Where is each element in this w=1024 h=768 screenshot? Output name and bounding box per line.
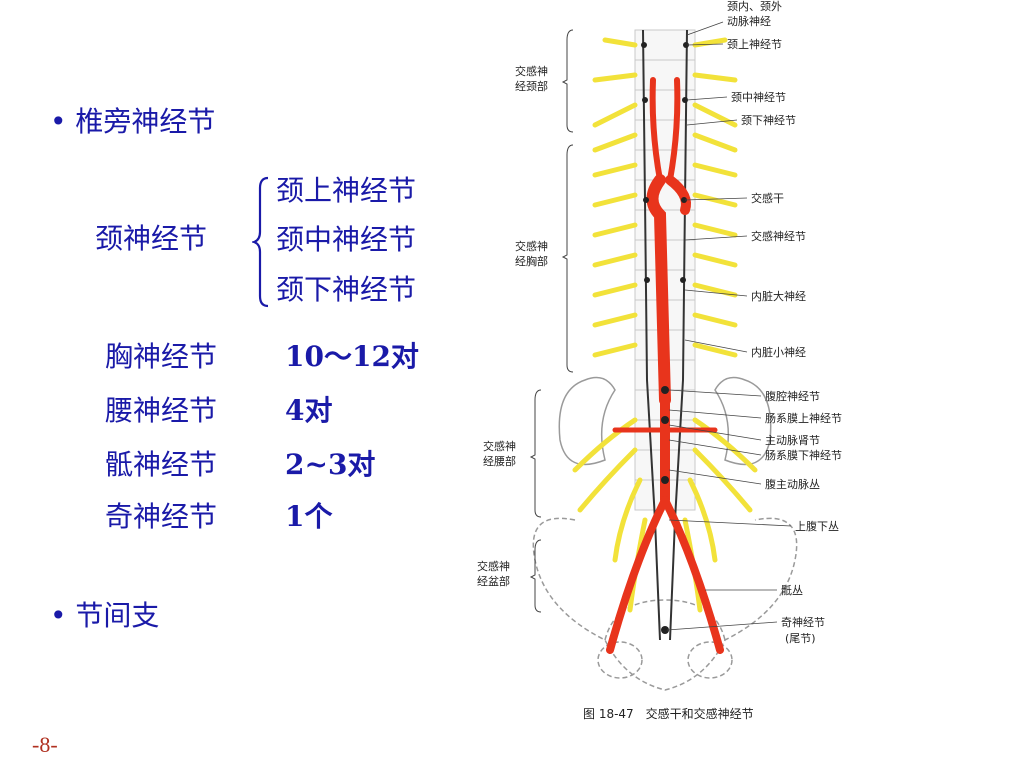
- pelvis-outline: [532, 517, 798, 691]
- curly-brace: [252, 176, 269, 308]
- label-superior-cervical-ganglion: 颈上神经节: [727, 37, 782, 51]
- bullet2-text: 节间支: [75, 599, 160, 632]
- label-ext-int-carotid-2: 动脉神经: [727, 14, 771, 28]
- label-inferior-mesenteric-ganglion: 肠系膜下神经节: [765, 448, 842, 462]
- bullet-paravertebral-ganglia: 椎旁神经节: [50, 108, 215, 136]
- label-sympathetic-trunk: 交感干: [751, 191, 784, 205]
- figure-caption: 图 18-47 交感干和交感神经节: [583, 706, 754, 721]
- right-labels: 颈内、颈外 动脉神经 颈上神经节 颈中神经节 颈下神经节 交感干 交感神经节 内…: [666, 0, 842, 645]
- cervical-item-middle: 颈中神经节: [276, 223, 417, 256]
- cervical-item-inferior: 颈下神经节: [276, 273, 417, 306]
- left-region-labels: 交感神 经颈部 交感神 经胸部 交感神 经腰部 交感神 经盆部: [477, 29, 574, 613]
- cervical-ganglia-label: 颈神经节: [95, 222, 208, 255]
- label-thoracic-part-2: 经胸部: [515, 254, 548, 268]
- cervical-item-superior: 颈上神经节: [276, 174, 417, 207]
- label-ganglion-impar: 奇神经节: [781, 615, 825, 629]
- label-lumbar-part-2: 经腰部: [483, 454, 516, 468]
- row-sacral-count: 2~3对: [285, 448, 376, 481]
- label-abdominal-aortic-plexus: 腹主动脉丛: [765, 477, 820, 491]
- label-pelvic-part-1: 交感神: [477, 559, 510, 573]
- label-lesser-splanchnic: 内脏小神经: [751, 345, 806, 359]
- row-lumbar-name: 腰神经节: [105, 394, 218, 427]
- label-greater-splanchnic: 内脏大神经: [751, 289, 806, 303]
- sympathetic-trunks: [642, 29, 688, 641]
- bullet-interganglionic-branch: 节间支: [50, 602, 159, 630]
- row-impar-count: 1个: [285, 500, 333, 533]
- label-celiac-ganglion: 腹腔神经节: [765, 389, 820, 403]
- label-middle-cervical-ganglion: 颈中神经节: [731, 90, 786, 104]
- sympathetic-trunk-figure: 交感神 经颈部 交感神 经胸部 交感神 经腰部 交感神 经盆部: [477, 0, 842, 721]
- row-impar-name: 奇神经节: [105, 500, 218, 533]
- label-pelvic-part-2: 经盆部: [477, 574, 510, 588]
- row-thoracic-count: 10～12对: [285, 340, 419, 373]
- row-thoracic-name: 胸神经节: [105, 340, 218, 373]
- label-thoracic-part-1: 交感神: [515, 239, 548, 253]
- arteries: [606, 77, 724, 654]
- ganglia: [641, 42, 689, 634]
- label-sympathetic-ganglion: 交感神经节: [751, 229, 806, 243]
- label-coccygeal: (尾节): [785, 632, 816, 645]
- label-cervical-part-1: 交感神: [515, 64, 548, 78]
- label-lumbar-part-1: 交感神: [483, 439, 516, 453]
- label-ext-int-carotid-1: 颈内、颈外: [727, 0, 782, 13]
- row-lumbar-count: 4对: [285, 394, 333, 427]
- label-cervical-part-2: 经颈部: [515, 79, 548, 93]
- label-aorticorenal-ganglion: 主动脉肾节: [765, 433, 820, 447]
- label-superior-hypogastric-plexus: 上腹下丛: [795, 519, 839, 533]
- spinal-nerves: [572, 37, 758, 613]
- label-sacral-plexus: 骶丛: [781, 584, 803, 597]
- label-superior-mesenteric-ganglion: 肠系膜上神经节: [765, 411, 842, 425]
- label-inferior-cervical-ganglion: 颈下神经节: [741, 113, 796, 127]
- slide-number: -8-: [32, 732, 58, 757]
- row-sacral-name: 骶神经节: [105, 448, 218, 481]
- bullet1-text: 椎旁神经节: [75, 105, 216, 138]
